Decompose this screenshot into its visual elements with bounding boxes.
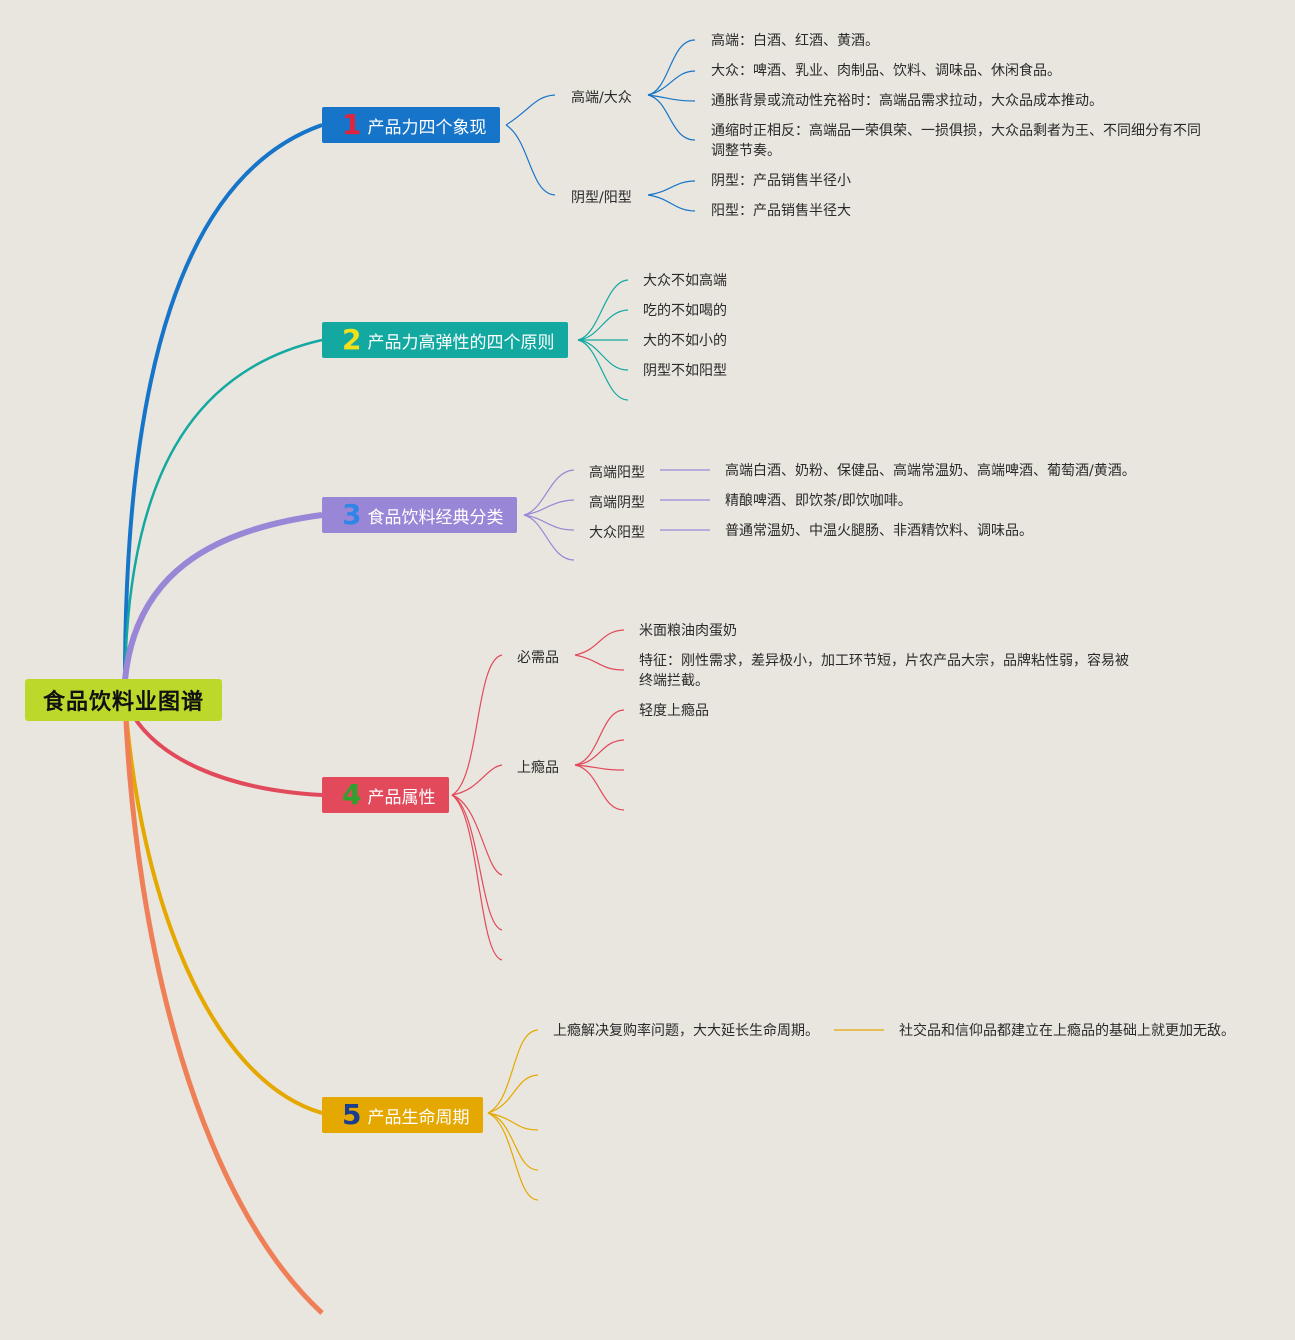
topic-5[interactable]: 5 产品生命周期	[322, 1097, 484, 1133]
subtopic-yin-yang[interactable]: 阴型/阳型	[571, 190, 632, 206]
leaf-deflation[interactable]: 通缩时正相反：高端品一荣俱荣、一损俱损，大众品剩者为王、不同细分有不同调整节奏。	[711, 123, 1201, 159]
leaf-repurchase[interactable]: 上瘾解决复购率问题，大大延长生命周期。	[553, 1023, 819, 1039]
topic-3-number: 3	[342, 498, 362, 531]
topic-5-label: 产品生命周期	[367, 1107, 470, 1128]
leaf-mass[interactable]: 大众：啤酒、乳业、肉制品、饮料、调味品、休闲食品。	[711, 63, 1061, 79]
leaf-mild-addictive[interactable]: 轻度上瘾品	[639, 703, 709, 719]
topic-3-label: 食品饮料经典分类	[367, 507, 504, 528]
subtopic-addictive[interactable]: 上瘾品	[517, 760, 559, 776]
leaf-principle-1[interactable]: 大众不如高端	[643, 273, 727, 289]
subtopic-high-mass[interactable]: 高端/大众	[571, 90, 632, 106]
topic-4-label: 产品属性	[367, 787, 436, 808]
root-topic-label: 食品饮料业图谱	[42, 690, 204, 715]
topic-4-number: 4	[342, 778, 362, 811]
topic-2-label: 产品力高弹性的四个原则	[367, 332, 555, 353]
leaf-yang-type[interactable]: 阳型：产品销售半径大	[711, 203, 851, 219]
leaf-high-yang-detail[interactable]: 高端白酒、奶粉、保健品、高端常温奶、高端啤酒、葡萄酒/黄酒。	[725, 463, 1136, 479]
leaf-inflation[interactable]: 通胀背景或流动性充裕时：高端品需求拉动，大众品成本推动。	[711, 93, 1103, 109]
topic-1-number: 1	[342, 108, 362, 141]
topic-2-number: 2	[342, 323, 362, 356]
leaf-principle-4[interactable]: 阴型不如阳型	[643, 363, 727, 379]
leaf-social-faith[interactable]: 社交品和信仰品都建立在上瘾品的基础上就更加无敌。	[899, 1023, 1235, 1039]
main-branch-1-curve	[123, 123, 323, 681]
main-branch-6-curve	[122, 699, 324, 1315]
topic-4[interactable]: 4 产品属性	[322, 777, 450, 813]
subtopic-high-yin[interactable]: 高端阴型	[589, 495, 645, 511]
root-topic[interactable]: 食品饮料业图谱	[25, 679, 222, 721]
subtopic-high-yang[interactable]: 高端阳型	[589, 465, 645, 481]
topic-5-number: 5	[342, 1098, 362, 1131]
leaf-necessity-features[interactable]: 特征：刚性需求，差异极小，加工环节短，片农产品大宗，品牌粘性弱，容易被终端拦截。	[639, 653, 1129, 689]
main-branch-3-curve	[122, 512, 323, 681]
subtopic-mass-yang[interactable]: 大众阳型	[589, 525, 645, 541]
topic-3[interactable]: 3 食品饮料经典分类	[322, 497, 518, 533]
leaf-staples[interactable]: 米面粮油肉蛋奶	[639, 623, 737, 639]
subtopic-necessities[interactable]: 必需品	[517, 650, 559, 666]
leaf-high-yin-detail[interactable]: 精酿啤酒、即饮茶/即饮咖啡。	[725, 493, 912, 509]
leaf-principle-2[interactable]: 吃的不如喝的	[643, 303, 727, 319]
leaf-yin-type[interactable]: 阴型：产品销售半径小	[711, 173, 851, 189]
topic-1[interactable]: 1 产品力四个象现	[322, 107, 501, 143]
topic-1-label: 产品力四个象现	[367, 117, 487, 138]
topic-2[interactable]: 2 产品力高弹性的四个原则	[322, 322, 569, 358]
leaf-principle-3[interactable]: 大的不如小的	[643, 333, 727, 349]
leaf-mass-yang-detail[interactable]: 普通常温奶、中温火腿肠、非酒精饮料、调味品。	[725, 523, 1033, 539]
main-branch-2-curve	[123, 338, 323, 681]
main-branch-5-curve	[123, 699, 323, 1115]
main-branch-4-curve	[123, 699, 323, 797]
leaf-high-end[interactable]: 高端：白酒、红酒、黄酒。	[711, 33, 879, 49]
